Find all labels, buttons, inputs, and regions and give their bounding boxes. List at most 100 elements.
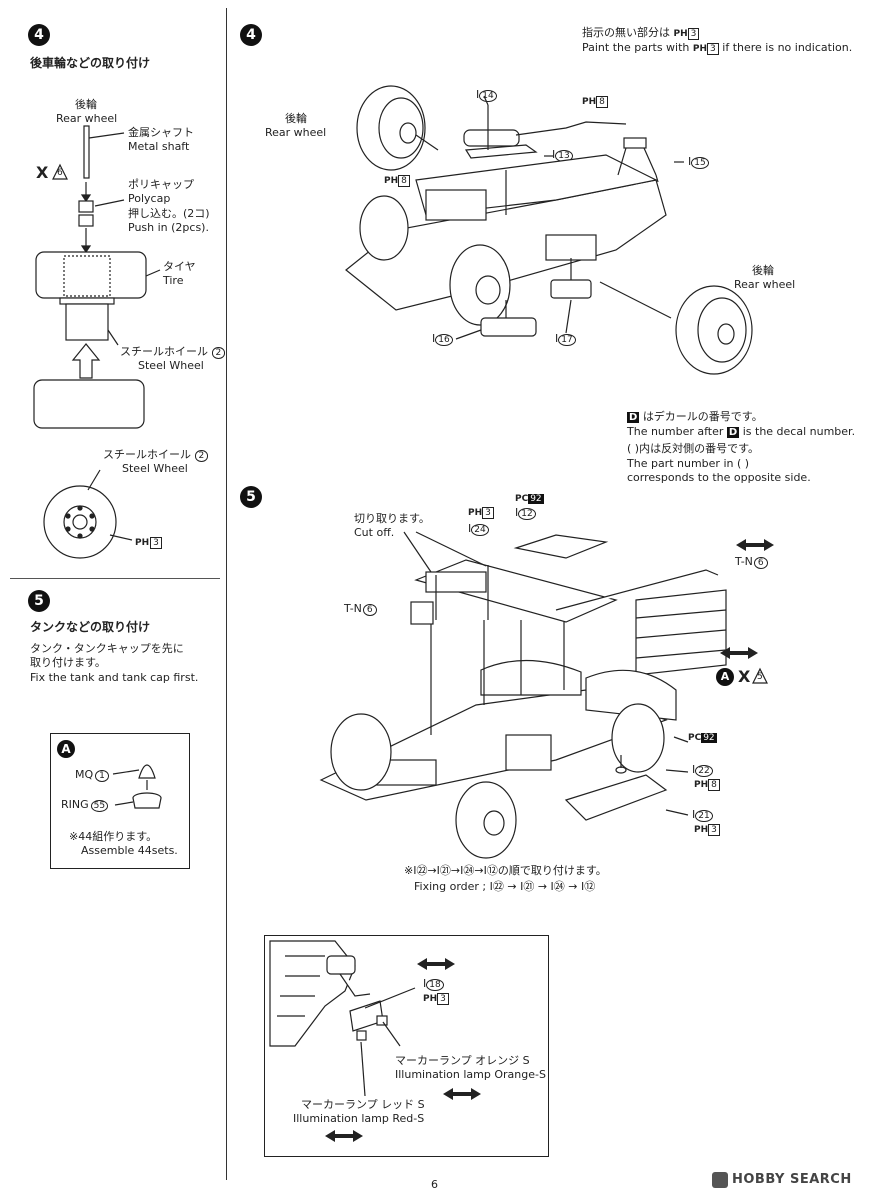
lamp-ring-drawing [112,764,162,809]
steel-wheel-jp-text: スチールホイール [120,345,208,358]
tn-left-num: 6 [362,604,377,616]
paint-tag-ph8-top-code: PH [582,97,597,107]
step5-ph3-top-code: PH [468,508,483,518]
opposite-note-en2: corresponds to the opposite side. [627,471,811,484]
subassembly-a-label: A [57,740,75,758]
paint-note-en-a: Paint the parts with [582,41,690,54]
inset-direction-arrow-icon [443,1088,481,1100]
page-number: 6 [431,1178,438,1191]
step5-warning-icon: 5 [752,667,768,684]
left-rear-wheel-en: Rear wheel [56,112,118,125]
hobby-search-logo-icon [712,1172,728,1188]
step5-ph3-bottom-code: PH [694,825,709,835]
part-mq-text: MQ [75,768,94,781]
decal-note-en: The number after D is the decal number. [627,425,855,440]
cutoff-en: Cut off. [354,526,395,539]
step5-i21-num: 21 [695,810,713,822]
left-step5-number: 5 [28,590,50,612]
inset-paint-num: 3 [437,993,449,1005]
step5-pc2-num: 92 [701,733,717,743]
paint-note-num-2: 3 [707,43,719,55]
paint-tag-ph8-left-num: 8 [398,175,410,187]
tire-en: Tire [163,274,184,287]
right-step5-number: 5 [240,486,262,508]
decal-note-jp: D はデカールの番号です。 [627,410,763,425]
right-step4-number: 4 [240,24,262,46]
left-paint-num: 3 [150,537,162,549]
left-step4-drawing [33,125,161,559]
inset-drawing [269,940,416,1097]
step5-pc-num: 92 [528,494,544,504]
part-i17-prefix: I [555,332,559,345]
step5-ph3-bottom-num: 3 [708,824,720,836]
part-ring-text: RING [61,798,89,811]
part-mq-num: 1 [95,770,109,782]
left-x-mark: X [36,163,49,182]
paint-note-jp-text: 指示の無い部分は [582,26,670,39]
part-i14-num: 14 [479,90,497,102]
warning-triangle-icon: 6 [52,163,68,180]
tire-jp: タイヤ [163,260,196,273]
part-i16-num: 16 [435,334,453,346]
paint-tag-ph8-top-num: 8 [596,96,608,108]
cutoff-jp: 切り取ります。 [354,512,430,525]
inset-paint-code: PH [423,994,438,1004]
opposite-note-jp: ( )内は反対側の番号です。 [627,442,759,455]
part-i13-num: 13 [555,150,573,162]
inset-part-num: 18 [426,979,444,991]
tank-note-en: Fix the tank and tank cap first. [30,671,199,684]
paint-note-num: 3 [687,28,700,40]
subassembly-note-en: Assemble 44sets. [81,844,178,857]
step5-ph8-code: PH [694,780,709,790]
fixing-order-label: Fixing order ; [414,880,487,893]
left-x-num: 6 [57,168,63,178]
step5-i12-num: 12 [518,508,536,520]
decal-note-en-b: is the decal number. [742,425,856,438]
red-lamp-en: Illumination lamp Red-S [293,1112,425,1125]
steel-wheel2-num: 2 [194,450,209,462]
tn-right-num: 6 [753,557,768,569]
part-i14-prefix: I [476,88,480,101]
watermark: HOBBY SEARCH [732,1172,852,1187]
right-step5-chassis-drawing [319,531,727,859]
column-divider [226,8,227,1180]
tank-note-jp1: タンク・タンクキャップを先に [30,642,184,655]
fixing-order-en: Fixing order ; I㉒ → I㉑ → I㉔ → I⑫ [414,880,595,894]
step5-ph8-num: 8 [708,779,720,791]
part-i13-prefix: I [552,148,556,161]
metal-shaft-jp: 金属シャフト [128,126,194,139]
steel-wheel-en: Steel Wheel [138,359,204,372]
red-lamp-jp: マーカーランプ レッド S [301,1098,425,1111]
right-rear-wheel-right-jp: 後輪 [752,264,774,277]
left-rear-wheel-jp: 後輪 [75,98,97,111]
fixing-order-sequence: I㉒ → I㉑ → I㉔ → I⑫ [489,880,596,893]
right-rear-wheel-left-jp: 後輪 [285,112,307,125]
left-step5-title: タンクなどの取り付け [30,620,151,634]
part-i17-num: 17 [558,334,576,346]
steel-wheel2-en: Steel Wheel [122,462,188,475]
steel-wheel-num: 2 [211,347,226,359]
inset-direction-arrow-icon [325,1130,363,1142]
polycap-jp: ポリキャップ [128,178,194,191]
step5-ph3-top-num: 3 [482,507,494,519]
part-i15-prefix: I [688,155,692,168]
polycap-en: Polycap [128,192,171,205]
paint-tag-ph8-left-code: PH [384,176,399,186]
step5-pc2-code: PC [688,733,702,743]
paint-note-code: PH [673,29,688,39]
opposite-note-en1: The part number in ( ) [627,457,750,470]
orange-lamp-en: Illumination lamp Orange-S [395,1068,546,1081]
